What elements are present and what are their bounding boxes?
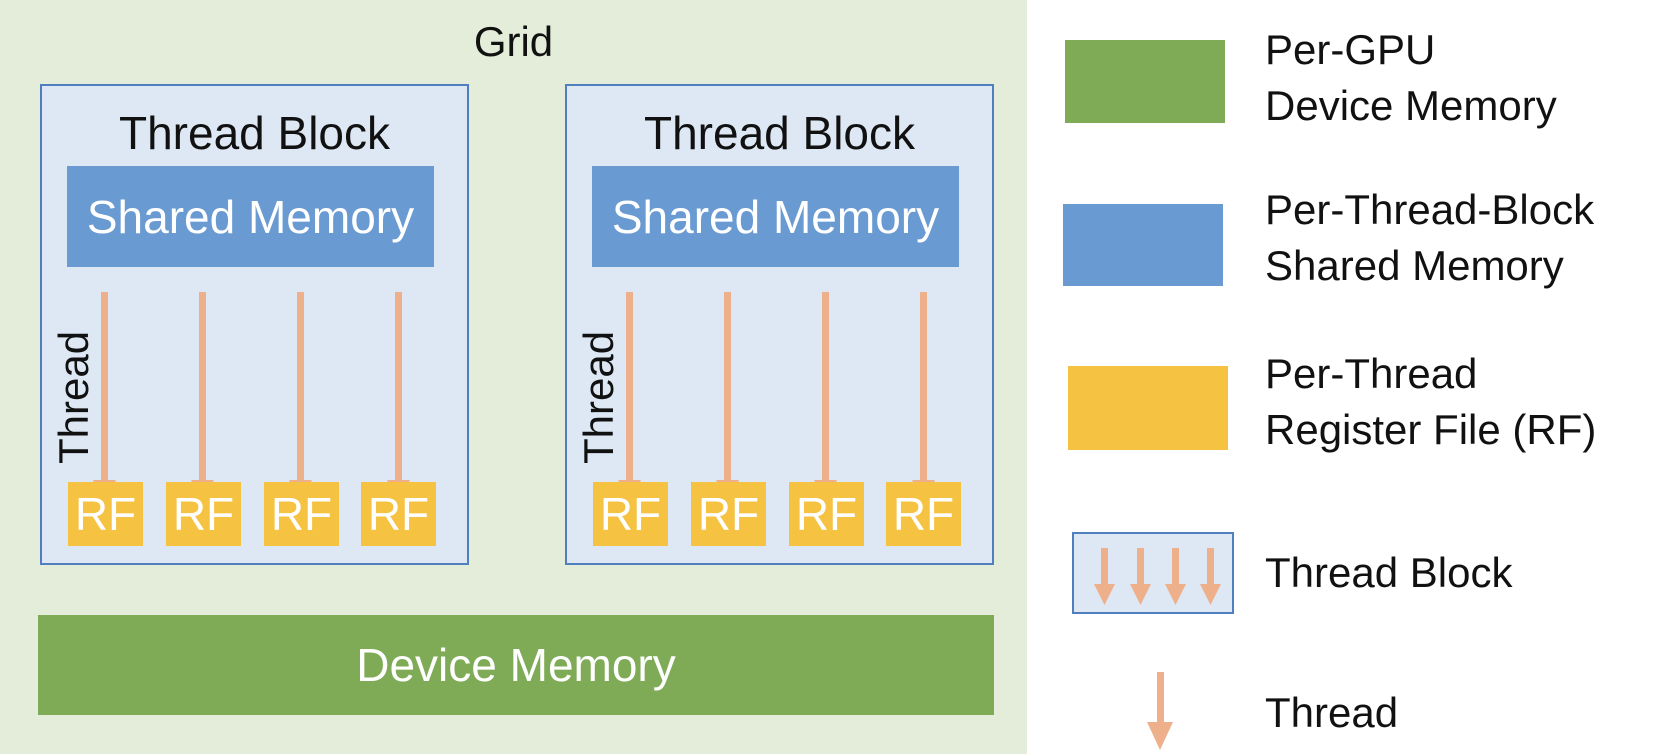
arrow-head xyxy=(1130,584,1151,605)
arrow-head xyxy=(1094,584,1115,605)
register-file: RF xyxy=(789,482,864,546)
thread-arrow-shaft xyxy=(724,292,731,482)
register-file: RF xyxy=(593,482,668,546)
thread-block-2: Thread Block Shared Memory Thread RF RF … xyxy=(565,84,994,565)
thread-arrow-shaft xyxy=(920,292,927,482)
thread-block-title: Thread Block xyxy=(118,107,390,159)
arrow-head xyxy=(1165,584,1186,605)
legend-thread-arrows xyxy=(1094,548,1221,605)
arrow-shaft xyxy=(1101,548,1108,586)
legend-swatch-shared-memory xyxy=(1063,204,1223,286)
thread-arrow-shaft xyxy=(395,292,402,482)
shared-memory: Shared Memory xyxy=(592,166,959,267)
grid-title: Grid xyxy=(473,18,554,65)
register-file: RF xyxy=(361,482,436,546)
legend-swatch-device-memory xyxy=(1065,40,1225,123)
device-memory: Device Memory xyxy=(38,615,994,715)
register-file: RF xyxy=(166,482,241,546)
legend-label-register-file: Per-Thread Register File (RF) xyxy=(1265,350,1597,453)
arrow-shaft xyxy=(1157,672,1164,724)
legend-label-thread: Thread xyxy=(1265,689,1399,736)
register-file: RF xyxy=(68,482,143,546)
arrow-shaft xyxy=(1207,548,1214,586)
legend-label-device-memory: Per-GPU Device Memory xyxy=(1265,26,1557,129)
thread-block-title: Thread Block xyxy=(643,107,915,159)
register-file: RF xyxy=(886,482,961,546)
legend-label-shared-memory: Per-Thread-Block Shared Memory xyxy=(1265,186,1595,289)
register-file: RF xyxy=(691,482,766,546)
arrow-head xyxy=(1200,584,1221,605)
legend-swatch-register-file xyxy=(1068,366,1228,450)
legend-swatch-thread-block xyxy=(1072,532,1234,614)
arrow-shaft xyxy=(1137,548,1144,586)
arrow-shaft xyxy=(1172,548,1179,586)
thread-block-1: Thread Block Shared Memory Thread RF RF … xyxy=(40,84,469,565)
thread-arrow-shaft xyxy=(822,292,829,482)
legend: Per-GPU Device Memory Per-Thread-Block S… xyxy=(1060,0,1660,754)
thread-arrow-shaft xyxy=(626,292,633,482)
register-file: RF xyxy=(264,482,339,546)
thread-arrow-shaft xyxy=(297,292,304,482)
arrow-head xyxy=(1147,722,1173,750)
thread-arrow-shaft xyxy=(199,292,206,482)
legend-label-thread-block: Thread Block xyxy=(1265,549,1513,596)
legend-thread-arrow-icon xyxy=(1147,672,1173,750)
shared-memory: Shared Memory xyxy=(67,166,434,267)
thread-arrow-shaft xyxy=(101,292,108,482)
